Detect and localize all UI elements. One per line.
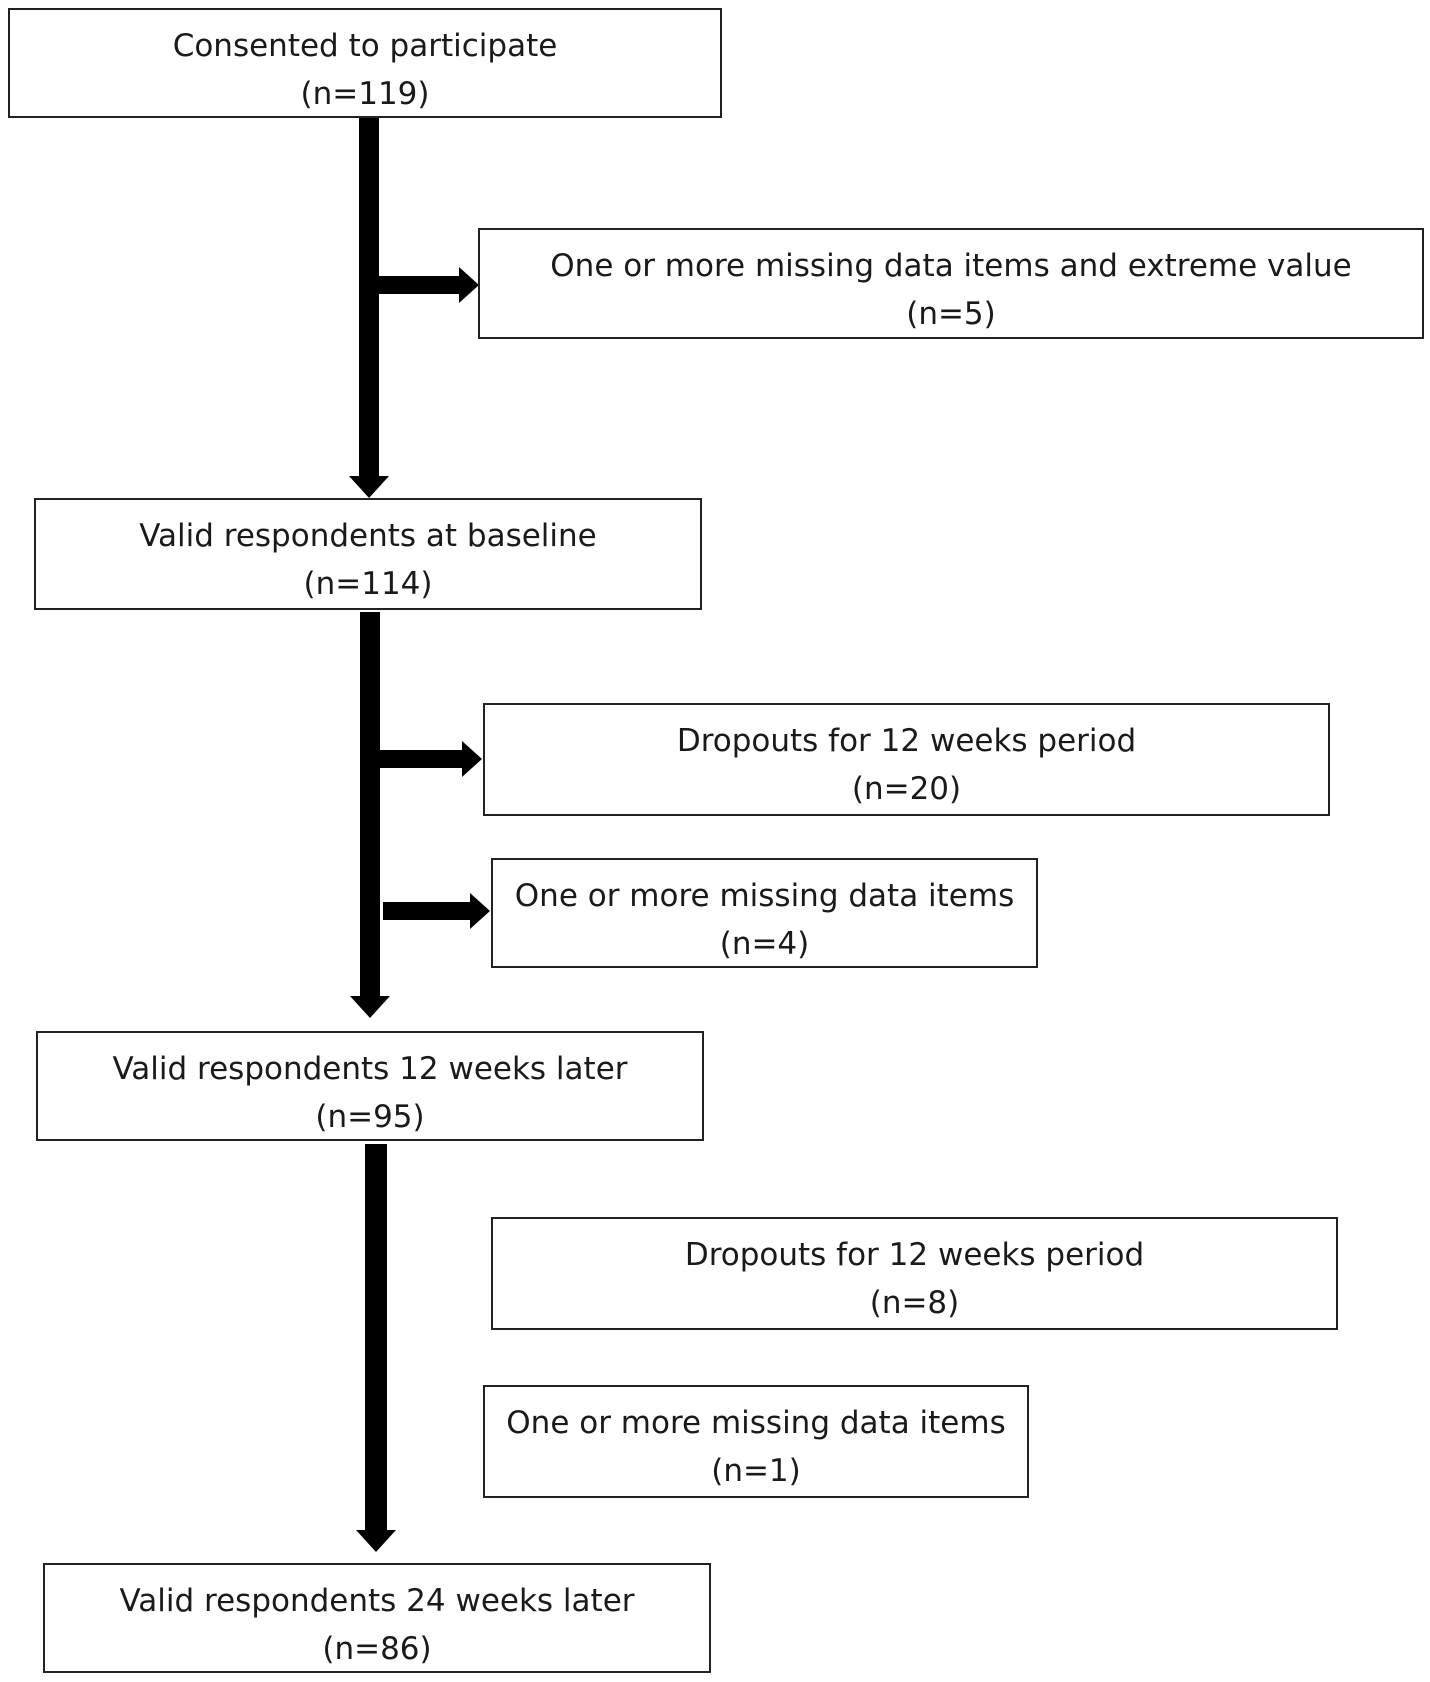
branch-arrow-head-2 — [462, 741, 482, 777]
box-missing-second-label: One or more missing data items — [506, 1405, 1006, 1441]
box-missing-second: One or more missing data items (n=1) — [483, 1385, 1029, 1498]
flow-arrow-shaft-3 — [365, 1144, 387, 1530]
branch-arrow-shaft-2 — [378, 750, 464, 768]
flow-arrow-head-1 — [349, 476, 389, 498]
box-missing-first-label: One or more missing data items — [514, 878, 1015, 914]
box-dropouts-first-label: Dropouts for 12 weeks period — [676, 723, 1137, 759]
flow-arrow-shaft-2 — [360, 612, 380, 998]
box-missing-second-count: (n=1) — [711, 1453, 801, 1489]
flow-arrow-head-2 — [350, 996, 390, 1018]
box-dropouts-second-label: Dropouts for 12 weeks period — [684, 1237, 1145, 1273]
box-valid-12-weeks: Valid respondents 12 weeks later (n=95) — [36, 1031, 704, 1141]
box-excluded-baseline-count: (n=5) — [906, 296, 996, 332]
box-missing-first-count: (n=4) — [719, 926, 810, 962]
box-valid-12-weeks-label: Valid respondents 12 weeks later — [112, 1051, 628, 1087]
box-missing-first: One or more missing data items (n=4) — [491, 858, 1038, 968]
box-valid-baseline-label: Valid respondents at baseline — [139, 518, 597, 554]
box-dropouts-first-count: (n=20) — [851, 771, 962, 807]
box-valid-24-weeks-label: Valid respondents 24 weeks later — [119, 1583, 635, 1619]
box-dropouts-second: Dropouts for 12 weeks period (n=8) — [491, 1217, 1338, 1330]
box-dropouts-second-count: (n=8) — [869, 1285, 960, 1321]
box-valid-12-weeks-count: (n=95) — [315, 1099, 425, 1135]
flow-arrow-head-3 — [356, 1530, 396, 1552]
box-consented: Consented to participate (n=119) — [8, 8, 722, 118]
box-consented-count: (n=119) — [300, 76, 430, 112]
branch-arrow-shaft-1 — [377, 276, 461, 294]
box-valid-baseline: Valid respondents at baseline (n=114) — [34, 498, 702, 610]
box-excluded-baseline-label: One or more missing data items and extre… — [550, 248, 1352, 284]
box-consented-label: Consented to participate — [172, 28, 558, 64]
box-valid-baseline-count: (n=114) — [303, 566, 433, 602]
branch-arrow-shaft-3 — [383, 902, 472, 920]
box-excluded-baseline: One or more missing data items and extre… — [478, 228, 1424, 339]
box-valid-24-weeks-count: (n=86) — [322, 1631, 432, 1667]
box-valid-24-weeks: Valid respondents 24 weeks later (n=86) — [43, 1563, 711, 1673]
branch-arrow-head-1 — [459, 267, 479, 303]
box-dropouts-first: Dropouts for 12 weeks period (n=20) — [483, 703, 1330, 816]
flow-arrow-shaft-1 — [359, 118, 379, 478]
branch-arrow-head-3 — [470, 893, 490, 929]
